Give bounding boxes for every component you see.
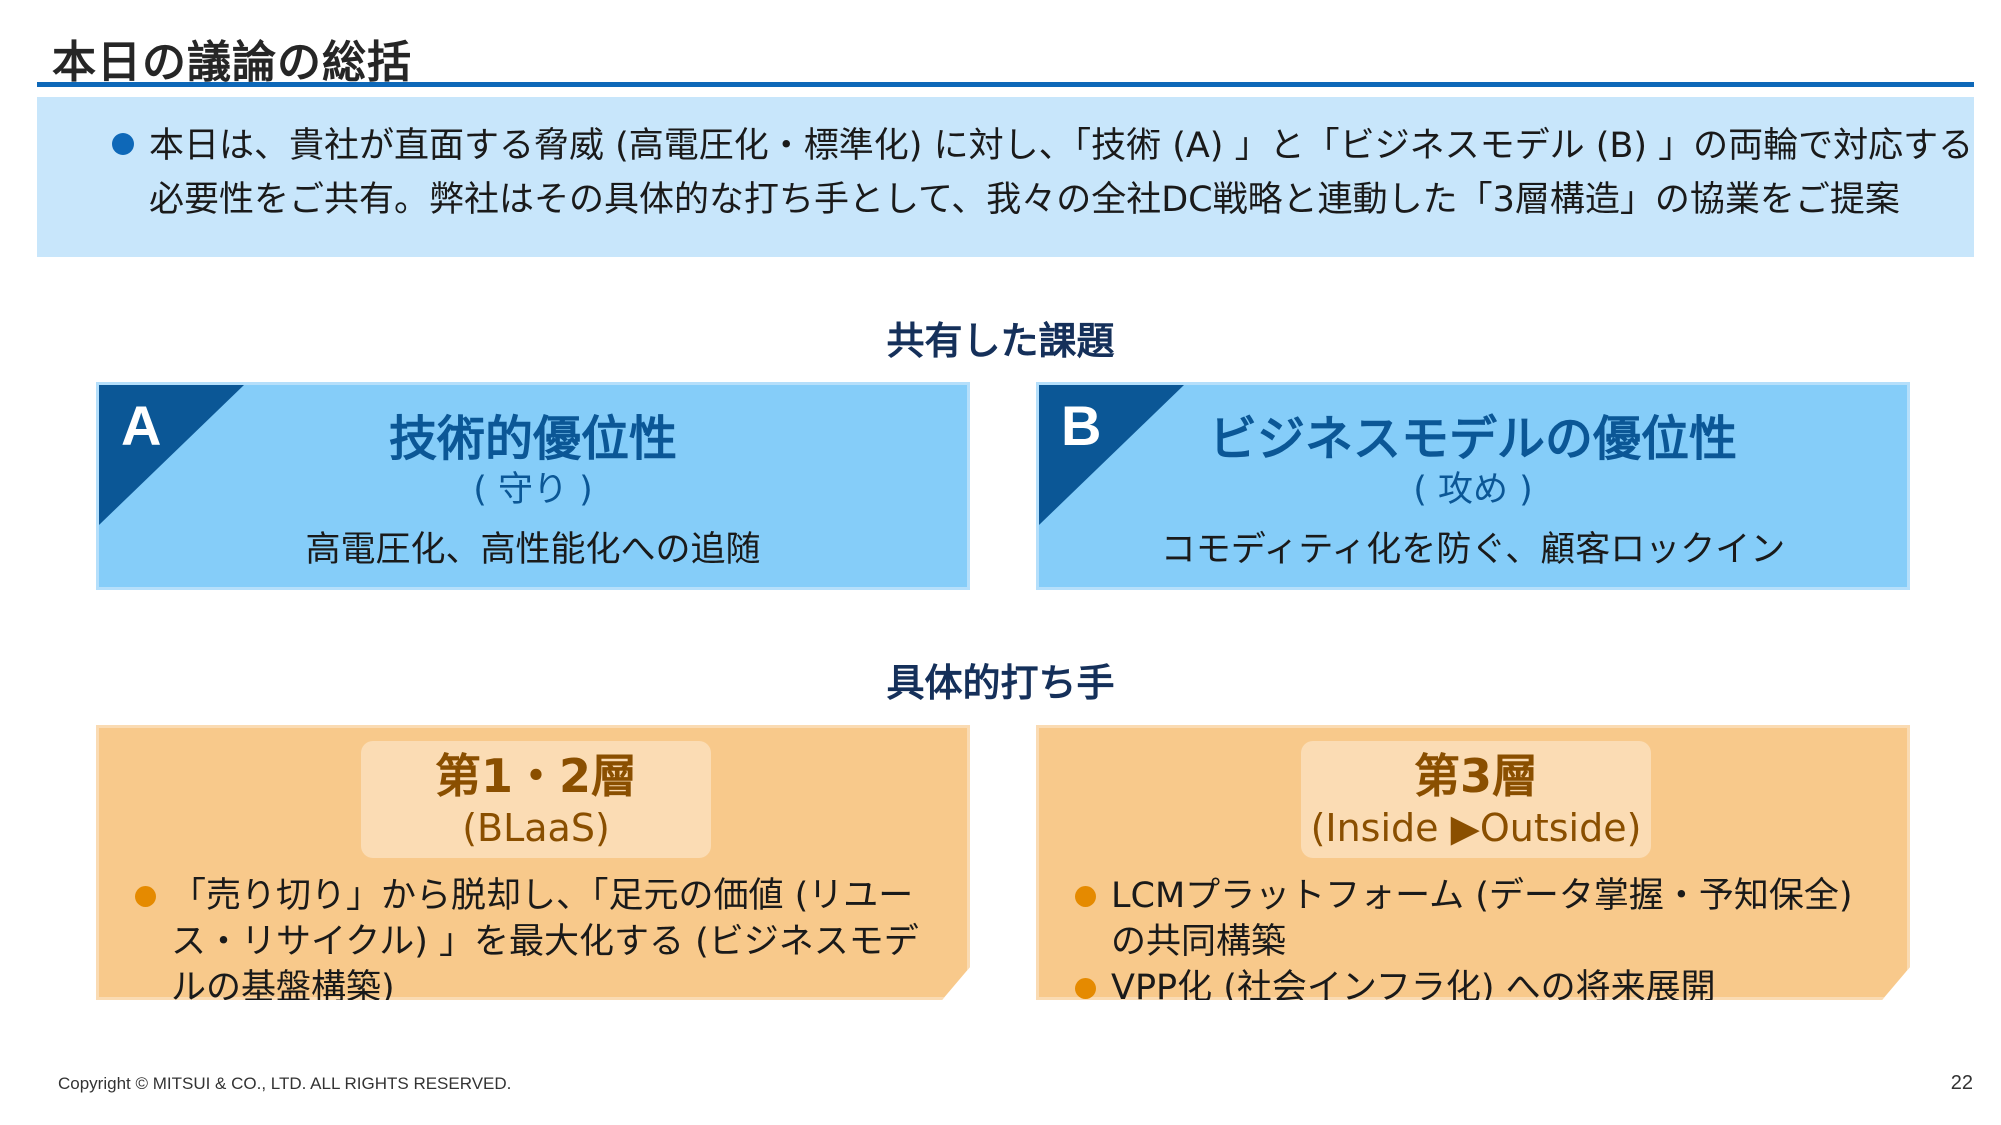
challenges-heading: 共有した課題	[886, 319, 1115, 363]
layer-title: 第3層	[1413, 749, 1538, 803]
list-item: VPP化 (社会インフラ化) への将来展開	[1075, 965, 1887, 1000]
card-title: 技術的優位性	[388, 411, 677, 467]
measure-list: 「売り切り」から脱却し、「足元の価値 (リユース・リサイクル) 」を最大化する …	[135, 873, 947, 1000]
corner-triangle-icon	[99, 385, 244, 525]
card-subtitle: ( 守り )	[473, 470, 593, 510]
summary-line-2: 必要性をご共有。弊社はその具体的な打ち手として、我々の全社DC戦略と連動した「3…	[149, 180, 1900, 220]
challenge-card-b: B ビジネスモデルの優位性 ( 攻め ) コモディティ化を防ぐ、顧客ロックイン	[1036, 382, 1910, 590]
card-letter: A	[121, 394, 162, 457]
measure-list: LCMプラットフォーム (データ掌握・予知保全) の共同構築 VPP化 (社会イ…	[1075, 873, 1887, 1000]
card-description: コモディティ化を防ぐ、顧客ロックイン	[1160, 530, 1786, 570]
layer-badge: 第1・2層 (BLaaS)	[361, 741, 711, 858]
card-letter: B	[1061, 394, 1102, 457]
measure-card-layer3: 第3層 (Inside ▶Outside) LCMプラットフォーム (データ掌握…	[1036, 725, 1910, 1000]
card-title: ビジネスモデルの優位性	[1208, 411, 1737, 467]
measures-heading: 具体的打ち手	[886, 661, 1115, 705]
layer-subtitle: (Inside ▶Outside)	[1310, 806, 1642, 850]
layer-title: 第1・2層	[434, 749, 637, 803]
list-item: LCMプラットフォーム (データ掌握・予知保全) の共同構築	[1075, 873, 1887, 965]
layer-subtitle: (BLaaS)	[462, 806, 610, 850]
bullet-icon	[112, 133, 134, 155]
copyright-text: Copyright © MITSUI & CO., LTD. ALL RIGHT…	[58, 1074, 512, 1093]
page-number: 22	[1950, 1072, 1973, 1094]
list-item: 「売り切り」から脱却し、「足元の価値 (リユース・リサイクル) 」を最大化する …	[135, 873, 947, 1000]
layer-badge: 第3層 (Inside ▶Outside)	[1301, 741, 1651, 858]
corner-triangle-icon	[1039, 385, 1184, 525]
card-description: 高電圧化、高性能化への追随	[305, 530, 761, 570]
slide-title: 本日の議論の総括	[52, 37, 412, 88]
challenge-card-a: A 技術的優位性 ( 守り ) 高電圧化、高性能化への追随	[96, 382, 970, 590]
measure-card-layer12: 第1・2層 (BLaaS) 「売り切り」から脱却し、「足元の価値 (リユース・リ…	[96, 725, 970, 1000]
summary-box: 本日は、貴社が直面する脅威 (高電圧化・標準化) に対し、「技術 (A) 」と「…	[37, 97, 1974, 257]
card-subtitle: ( 攻め )	[1413, 470, 1533, 510]
title-divider	[37, 82, 1974, 87]
summary-line-1: 本日は、貴社が直面する脅威 (高電圧化・標準化) に対し、「技術 (A) 」と「…	[149, 126, 1974, 166]
